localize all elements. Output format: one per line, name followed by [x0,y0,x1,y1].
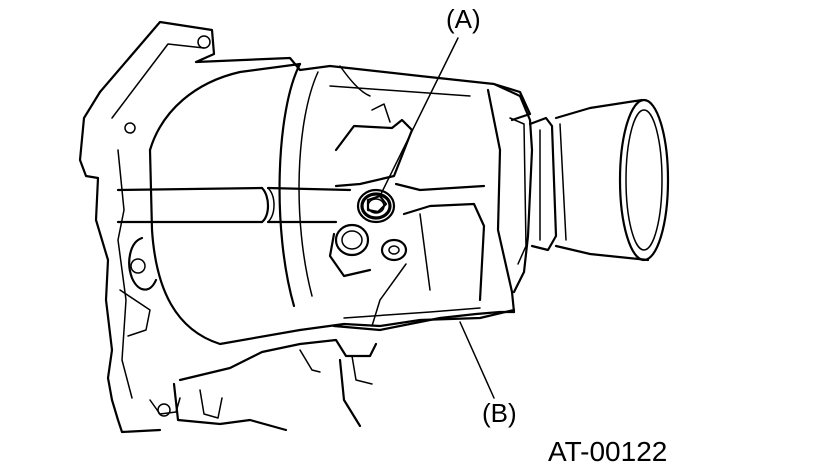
callout-b-label: (B) [482,398,517,428]
extension-rod [116,186,352,224]
plug-a-assembly [356,188,396,224]
case-body [148,62,516,346]
callout-a-label: (A) [446,4,481,34]
leader-line-b [459,321,495,399]
leader-line-a [379,37,459,197]
figure-code: AT-00122 [548,436,668,467]
upper-bracket [334,103,486,192]
lower-bosses [328,202,486,327]
oil-pan [172,307,516,432]
bell-housing-flange [78,20,532,434]
output-housing [492,82,670,294]
